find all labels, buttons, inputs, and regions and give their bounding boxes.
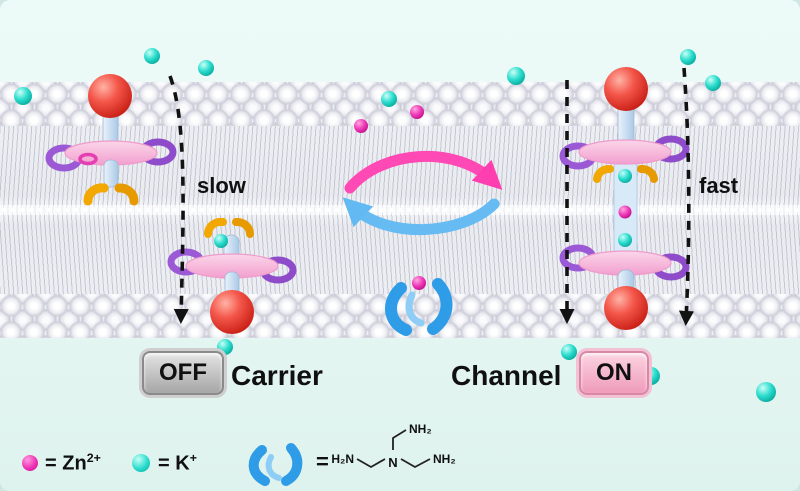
molecule-claw xyxy=(385,282,412,336)
k-legend-label: = K+ xyxy=(158,451,197,476)
k-legend-charge: + xyxy=(189,451,197,465)
off-badge: OFF xyxy=(142,351,224,395)
k-ion xyxy=(214,234,228,248)
k-ion xyxy=(680,49,696,65)
channel-label: Channel xyxy=(451,360,562,391)
fast-transport-arrow-outer xyxy=(678,67,695,327)
molecule-claw xyxy=(427,278,453,335)
k-ion xyxy=(144,48,160,64)
zn-legend-eq: = xyxy=(45,452,57,475)
slow-label: slow xyxy=(197,173,246,198)
bond xyxy=(356,458,386,468)
small-pink-ring xyxy=(78,152,98,166)
free-zn-ions xyxy=(354,105,424,133)
k-ion xyxy=(198,60,214,76)
stalk xyxy=(103,159,119,188)
k-legend-symbol: K xyxy=(175,452,190,475)
structure-n-label: N xyxy=(388,455,397,470)
bond xyxy=(392,429,407,450)
carrier-upper-unit xyxy=(45,74,177,206)
k-legend-eq: = xyxy=(158,452,170,475)
carrier-lower-unit xyxy=(167,217,297,334)
k-ion xyxy=(381,91,397,107)
k-ion xyxy=(705,75,721,91)
red-stopper-ball xyxy=(210,290,254,334)
bilayer-midline xyxy=(0,205,800,215)
structure-left-amine-label: H₂N xyxy=(331,452,354,466)
k-ion xyxy=(618,233,632,247)
zn-legend-symbol: Zn xyxy=(62,452,87,475)
fast-label: fast xyxy=(699,173,739,198)
yellow-binding-arm xyxy=(593,164,614,183)
molecule-claw xyxy=(281,443,303,486)
slow-transport-arrow xyxy=(168,75,189,325)
off-badge-text: OFF xyxy=(159,359,207,386)
k-ion xyxy=(618,169,632,183)
k-ion xyxy=(756,382,776,402)
cycle-arrow-blue xyxy=(342,197,500,236)
tren-molecule xyxy=(385,276,453,336)
zn-legend-label: = Zn2+ xyxy=(45,451,101,476)
k-ion xyxy=(507,67,525,85)
on-badge-text: ON xyxy=(596,359,632,386)
channel-unit xyxy=(559,67,690,330)
yellow-binding-arm xyxy=(204,217,227,238)
red-stopper-ball xyxy=(604,67,648,111)
yellow-binding-arm xyxy=(83,183,109,206)
k-ion xyxy=(14,87,32,105)
red-stopper-ball xyxy=(88,74,132,118)
molecule-legend-eq: = xyxy=(316,449,329,474)
zn-ion xyxy=(410,105,424,119)
zn-ion xyxy=(412,276,426,290)
k-ion xyxy=(561,344,577,360)
red-stopper-ball xyxy=(604,286,648,330)
structure-top-amine-label: NH₂ xyxy=(409,422,432,436)
k-ion xyxy=(217,339,233,355)
bond xyxy=(400,458,431,468)
molecule-claw xyxy=(248,445,270,486)
k-legend-swatch xyxy=(132,454,150,472)
zn-legend-charge: 2+ xyxy=(86,451,101,465)
molecule-claw-inner xyxy=(405,291,425,327)
pink-macrocycle-disc xyxy=(578,139,672,165)
carrier-label: Carrier xyxy=(231,360,323,391)
tren-skeletal-structure: N NH₂ H₂N NH₂ xyxy=(331,422,455,470)
yellow-binding-arm xyxy=(637,164,658,183)
molecule-claw-inner xyxy=(265,454,282,481)
yellow-binding-arm xyxy=(114,183,139,206)
tren-molecule-legend-icon xyxy=(248,443,303,486)
zn-legend-swatch xyxy=(22,455,38,471)
zn-ion xyxy=(354,119,368,133)
on-badge: ON xyxy=(579,351,649,395)
cycle-arrow-pink xyxy=(344,150,503,194)
yellow-binding-arm xyxy=(232,217,255,238)
lipid-heads-upper xyxy=(0,82,800,126)
zn-ion xyxy=(618,205,632,219)
structure-right-amine-label: NH₂ xyxy=(433,452,456,466)
